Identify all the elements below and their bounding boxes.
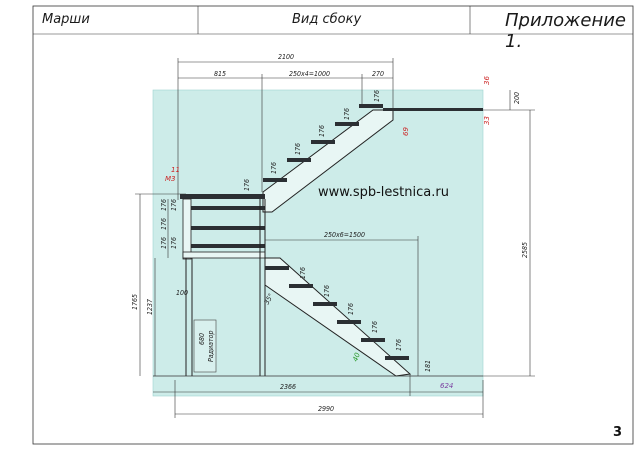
- riser-dim: 176: [243, 179, 251, 191]
- riser-dim: 176: [347, 303, 355, 315]
- radiator-box: [193, 319, 217, 373]
- dim-815: 815: [214, 70, 226, 78]
- riser-dim: 176: [395, 339, 403, 351]
- lower-tread-3: [313, 302, 337, 306]
- riser-dim: 176: [343, 108, 351, 120]
- upper-tread-1: [263, 178, 287, 182]
- header-right: Приложение 1.: [505, 10, 627, 52]
- riser-dim: 176: [294, 143, 302, 155]
- website-text: www.spb-lestnica.ru: [318, 185, 449, 200]
- header-center: Вид сбоку: [292, 12, 362, 27]
- sheet-frame: [32, 5, 634, 445]
- dim-2990: 2990: [318, 405, 334, 413]
- dim-1237: 1237: [146, 299, 154, 315]
- riser-dim: 176: [160, 237, 168, 249]
- dim-69: 69: [402, 127, 410, 136]
- riser-dim: 176: [270, 162, 278, 174]
- riser-dim: 176: [170, 237, 178, 249]
- upper-stringer: [262, 109, 394, 213]
- riser-dim: 176: [323, 285, 331, 297]
- upper-tread-2: [287, 158, 311, 162]
- riser-dim: 176: [160, 218, 168, 230]
- dim-2100: 2100: [278, 53, 294, 61]
- riser-dim: 176: [170, 199, 178, 211]
- landing-tread-c: [186, 244, 265, 248]
- dim-33: 33: [483, 116, 491, 125]
- header-left: Марши: [42, 12, 90, 27]
- dim-624: 624: [440, 382, 453, 390]
- upper-tread-3: [311, 140, 335, 144]
- landing-tread-a: [186, 206, 265, 210]
- landing-post-left: [182, 198, 192, 260]
- dim-2366: 2366: [280, 383, 296, 391]
- riser-dim: 176: [318, 125, 326, 137]
- dim-36: 36: [483, 76, 491, 85]
- dim-270: 270: [372, 70, 384, 78]
- dim-2585: 2585: [521, 242, 529, 258]
- dim-m3: М3: [165, 175, 176, 183]
- radiator-label: Радиатор: [207, 331, 215, 362]
- upper-tread-4: [335, 122, 359, 126]
- upper-treads: [263, 104, 483, 182]
- dim-250x4: 250х4=1000: [289, 70, 330, 78]
- upper-floor-slab: [383, 108, 483, 111]
- lower-tread-1: [265, 266, 289, 270]
- landing-beam: [182, 251, 266, 259]
- riser-dim: 176: [371, 321, 379, 333]
- dim-250x6: 250х6=1500: [324, 231, 365, 239]
- lower-treads: [265, 266, 409, 360]
- riser-dim: 176: [373, 90, 381, 102]
- upper-tread-5: [359, 104, 383, 108]
- lower-tread-6: [385, 356, 409, 360]
- dim-200: 200: [513, 92, 521, 104]
- dim-100: 100: [176, 289, 188, 297]
- landing-top: [180, 194, 265, 199]
- riser-dim: 176: [160, 199, 168, 211]
- riser-dim: 176: [299, 267, 307, 279]
- dim-11: 11: [171, 166, 180, 174]
- landing-platform: [180, 194, 266, 376]
- dimension-lines: [135, 58, 535, 418]
- dim-680: 680: [198, 333, 206, 345]
- riser-dims: 176 176 176 176 176 176 176 176 176 176 …: [160, 90, 403, 351]
- page-number: 3: [613, 425, 623, 440]
- dim-40: 40: [351, 351, 362, 363]
- lower-tread-5: [361, 338, 385, 342]
- lower-tread-4: [337, 320, 361, 324]
- dim-181: 181: [424, 360, 432, 372]
- lower-tread-2: [289, 284, 313, 288]
- dim-1765: 1765: [131, 294, 139, 310]
- landing-tread-b: [186, 226, 265, 230]
